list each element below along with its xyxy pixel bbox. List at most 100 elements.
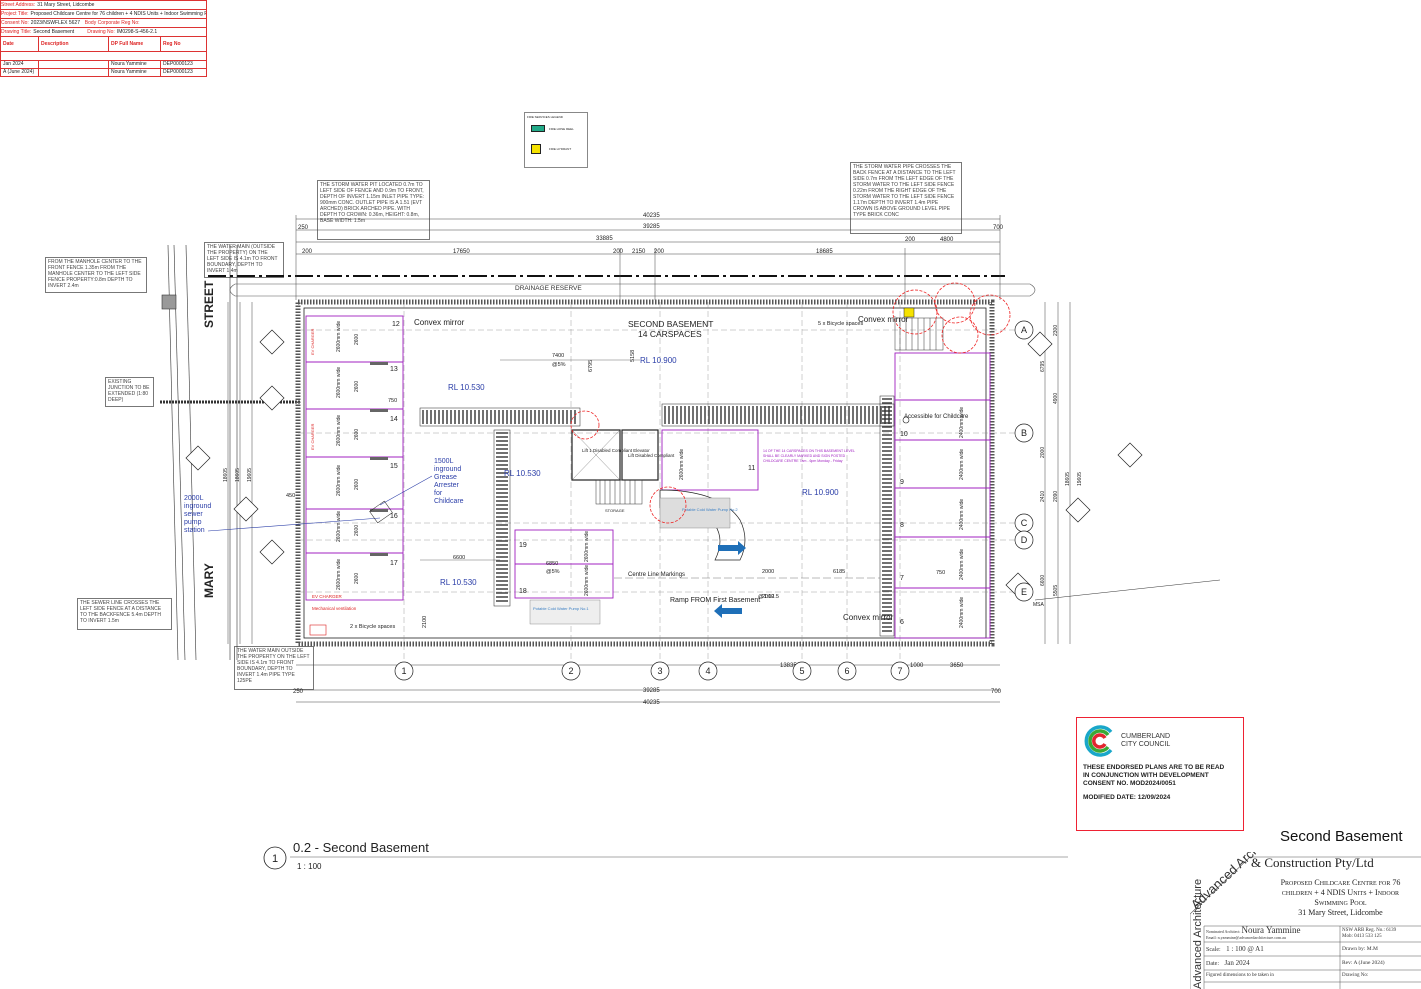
dim-right: 4900 [1053,393,1059,404]
dim-right: 5505 [1053,585,1059,596]
dim-top-inner: 39285 [643,224,660,230]
space-width-label: 2600mm wide [679,449,685,480]
dim-right: 2300 [1053,325,1059,336]
dim-bottom-left: 250 [293,689,304,695]
space-number: 12 [392,321,400,328]
stair [595,479,643,505]
accessible-label: Accessible for Childcare [904,414,969,420]
water-main-bottom-note: THE WATER MAIN OUTSIDE THE PROPERTY ON T… [234,646,314,690]
dim-top-span3: 2150 [632,249,646,255]
top-right-stair [894,317,944,351]
sheet-heading: Second Basement [1280,828,1403,845]
date-label: Date: [1206,961,1219,967]
title-block-frame: Advanced Architecture Advanced Architect… [1190,852,1421,989]
storage-label: STORAGE [605,508,625,513]
lift1-label: Lift 1 Disabled Compliant Elevator [582,448,650,453]
grid-bubble [1014,423,1034,443]
figured-note: Figured dimensions to be taken in [1206,973,1274,978]
space-number: 9 [900,479,904,486]
grid-bubble [561,661,581,681]
purple-note: 14 OF THE 14 CARSPACES ON THIS BASEMENT … [763,449,856,463]
firm-name-tail: & Construction Pty/Ltd [1251,855,1374,870]
ramp-hatching [419,395,895,637]
space-width-label: 2400mm wide [959,549,965,580]
space-number: 15 [390,463,398,470]
dim-label: 450 [286,493,295,499]
drainage-reserve: DRAINAGE RESERVE [208,275,1036,297]
fire-hydrant-icon [903,307,915,318]
space-number: 11 [748,465,755,472]
convex-mirror-label: Convex mirror [414,318,465,327]
grid-row-label: D [1021,535,1028,545]
junction-note: EXISTING JUNCTION TO BE EXTENDED (1:80 D… [105,377,154,407]
grid-col-label: 6 [844,666,849,676]
dim-bottom-mid: 13835 [780,663,797,669]
direction-arrow-left [714,604,742,618]
dim-label: 5158 [630,350,636,362]
space-length-label: 2600 [354,334,360,345]
left-parking-bays [305,315,404,601]
pump-note: Potable Cold Water Pump No.2 [682,507,738,512]
council-name-1: CUMBERLAND [1121,733,1171,740]
dim-top-span1: 17650 [453,249,470,255]
dim-top-right-c: 700 [993,225,1004,231]
center-parking-bays [514,429,759,599]
project-line: Swimming Pool [1314,898,1367,907]
space-length-label: 2600 [354,381,360,392]
dim-label: @5% [546,569,560,575]
nominated-architect: Noura Yammine [1241,925,1301,935]
plan-title: SECOND BASEMENT [628,319,714,329]
dim-label: 2000 [762,569,774,575]
manhole-pit [161,294,177,310]
stamp-line: THESE ENDORSED PLANS ARE TO BE READ [1083,764,1225,771]
dim-right: 2000 [1040,447,1046,458]
dim-label: 2000 [762,594,774,600]
section-markers [185,329,1143,598]
convex-mirror-label: Convex mirror [858,315,909,324]
dim-right: 2090 [1053,491,1059,502]
dim-top-left-run: 33885 [596,236,613,242]
interior-dims: 7400 @5% 6795 5158 6600 6850 @5% 2000 61… [286,350,845,628]
dim-top-overall: 40235 [643,213,660,219]
grid-bubble [1014,320,1034,340]
msa-leader [1034,579,1221,601]
space-width-label: 2400mm wide [959,597,965,628]
council-name-2: CITY COUNCIL [1121,741,1171,748]
scale-value: 1 : 100 @ A1 [1226,945,1264,953]
project-address: 31 Mary Street, Lidcombe [1298,908,1383,917]
architect-mobile: Mob: 0413 533 125 [1342,934,1382,939]
council-approval-stamp: CUMBERLAND CITY COUNCIL THESE ENDORSED P… [1076,717,1244,831]
bicycle-label: 5 x Bicycle spaces [818,321,863,327]
dim-bottom-overall: 40235 [643,700,660,706]
space-number: 16 [390,513,398,520]
grid-bubble [650,661,670,681]
space-number: 8 [900,522,904,529]
dim-left: 18605 [235,468,241,482]
ramp-label: Ramp FROM First Basement [670,597,760,604]
view-scale: 1 : 100 [297,862,322,871]
dim-label: 2100 [422,616,428,628]
project-line: children + 4 NDIS Units + Indoor [1281,888,1400,897]
space-length-label: 2600 [354,429,360,440]
grid-col-label: 4 [705,666,710,676]
rl-level: RL 10.530 [440,578,477,587]
rl-level: RL 10.900 [802,488,839,497]
grid-col-label: 2 [568,666,573,676]
reg-project-row: Project Title:Proposed Childcare Centre … [1,11,206,19]
water-main-top-note: THE WATER MAIN (OUTSIDE THE PROPERTY) ON… [204,242,284,278]
dim-top-span4: 200 [654,249,665,255]
view-number-bubble [263,846,287,870]
grid-row-label: B [1021,428,1027,438]
pump-room [659,497,731,529]
dim-label: 6850 [546,561,558,567]
grid-bubble [1014,582,1034,602]
space-number: 14 [390,416,398,423]
reg-data-row: A (June 2024) Noura Yammine DEP0000123 [3,69,193,76]
dim-bottom-r2: 3650 [950,663,964,669]
space-width-label: 2600mm wide [336,559,342,590]
stamp-line: CONSENT NO. MOD2024/0051 [1083,780,1176,787]
left-bay-widths: 2600mm wide 2600mm wide 2600mm wide 2600… [336,321,360,590]
